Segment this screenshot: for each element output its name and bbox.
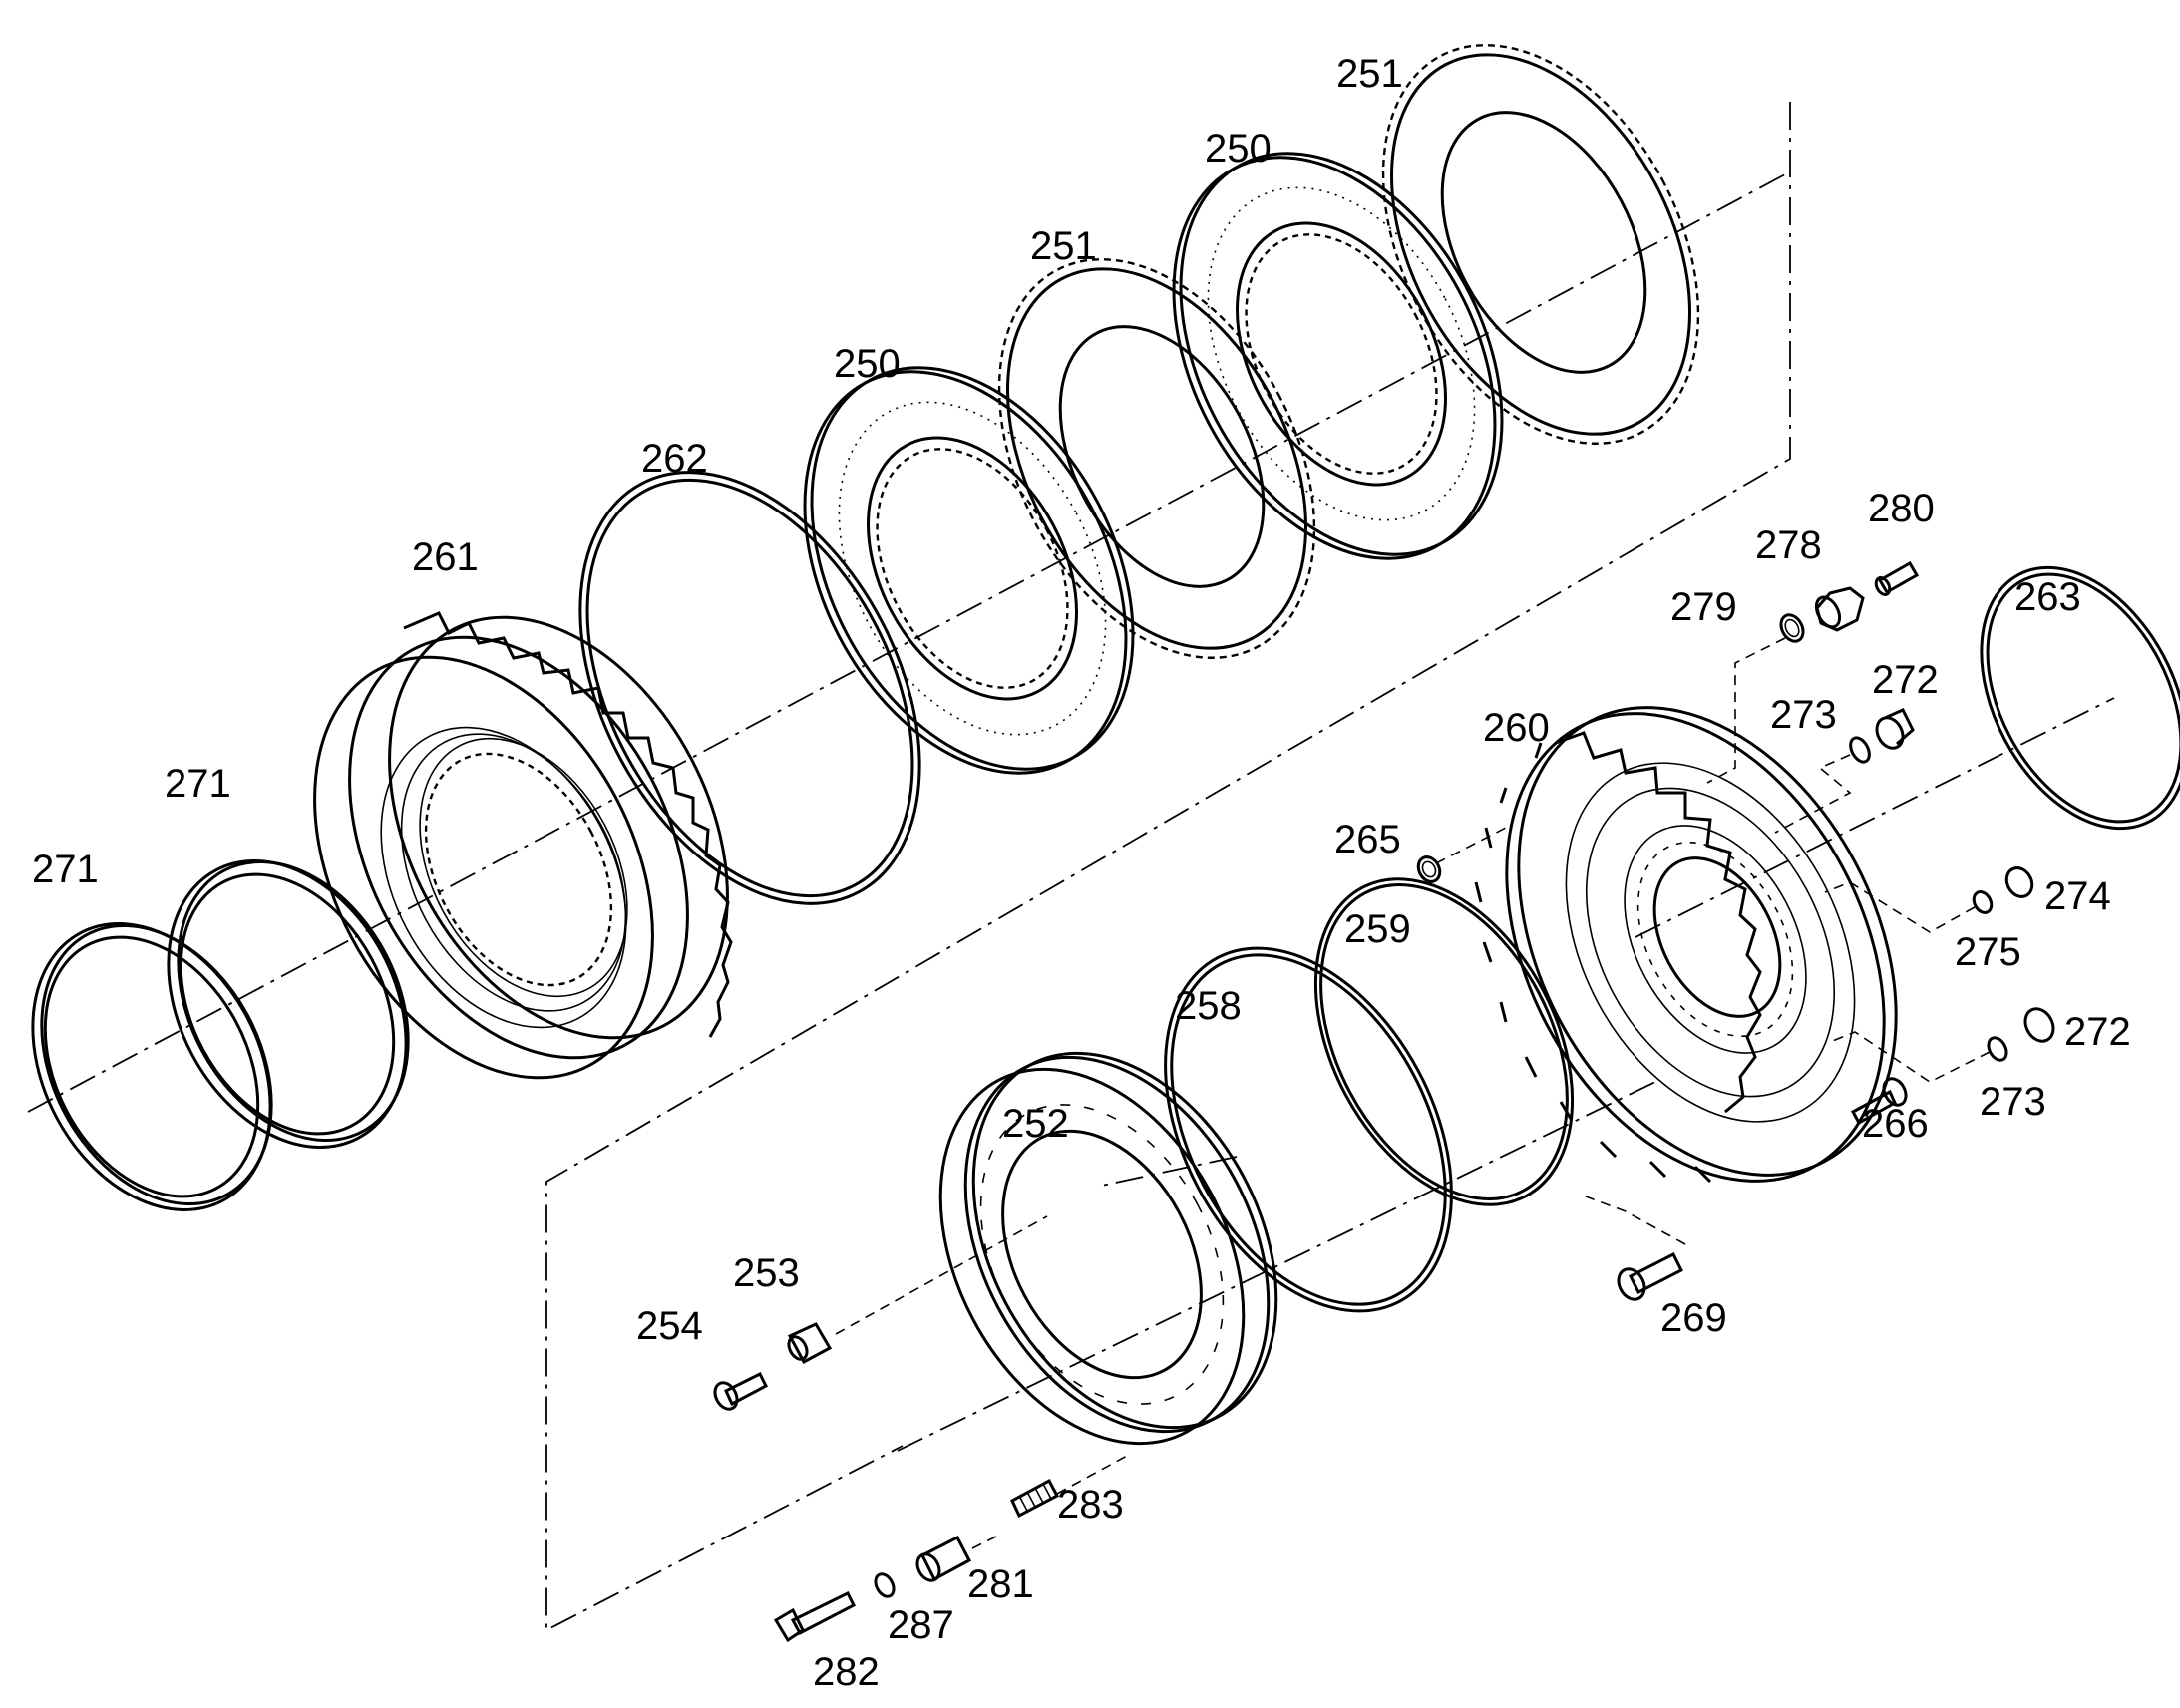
part-274-plug <box>2004 866 2034 898</box>
part-281-sleeve <box>915 1535 972 1582</box>
label-254: 254 <box>636 1304 703 1348</box>
part-265-seal-ring <box>1416 855 1442 883</box>
label-265: 265 <box>1334 818 1401 861</box>
part-254-cap-screw <box>713 1371 768 1411</box>
part-272-plug-bottom <box>2023 1007 2055 1043</box>
part-287-washer <box>874 1572 896 1598</box>
part-251-steel-disc-top <box>1381 44 1700 445</box>
label-250-top: 250 <box>1205 127 1272 171</box>
label-262: 262 <box>641 437 708 481</box>
part-262-o-ring <box>578 471 921 905</box>
part-250-friction-disc-2 <box>1172 152 1504 560</box>
label-273-bottom: 273 <box>1980 1080 2046 1124</box>
leader-lines <box>835 637 1991 1549</box>
part-269-cap-screw <box>1617 1251 1684 1301</box>
label-259: 259 <box>1344 907 1411 951</box>
part-261-piston-housing <box>313 611 733 1080</box>
label-250-mid: 250 <box>834 342 901 386</box>
part-263-o-ring <box>1980 565 2180 831</box>
label-253: 253 <box>733 1251 800 1295</box>
part-271-snap-ring-left <box>31 922 273 1211</box>
label-269: 269 <box>1660 1296 1727 1340</box>
label-261: 261 <box>412 535 479 579</box>
label-275: 275 <box>1955 930 2021 974</box>
part-283-spring <box>1010 1478 1060 1519</box>
label-278: 278 <box>1755 523 1822 567</box>
part-271-snap-ring-right <box>167 859 410 1149</box>
label-281: 281 <box>967 1562 1034 1606</box>
part-252-piston <box>938 1051 1278 1446</box>
part-273-seal-ring-top <box>1849 736 1871 764</box>
label-252: 252 <box>1002 1102 1069 1146</box>
part-labels: 251 250 251 250 262 261 271 271 278 280 … <box>32 52 2131 1694</box>
part-259-o-ring <box>1313 877 1575 1206</box>
part-279-seal-ring <box>1779 613 1805 643</box>
label-263: 263 <box>2014 575 2081 619</box>
part-266-bolt <box>1850 1077 1908 1126</box>
label-280: 280 <box>1868 487 1935 530</box>
label-282: 282 <box>813 1650 880 1694</box>
label-273-top: 273 <box>1770 693 1837 737</box>
label-274: 274 <box>2044 874 2111 918</box>
label-271-left: 271 <box>32 848 99 891</box>
part-280-vent-valve <box>1874 560 1920 596</box>
part-250-friction-disc <box>803 366 1135 775</box>
label-272-top: 272 <box>1872 658 1939 702</box>
part-273-seal-ring-bottom <box>1987 1036 2008 1062</box>
label-271-right: 271 <box>165 762 231 806</box>
part-282-hex-bolt <box>773 1590 857 1643</box>
center-lines <box>27 102 2115 1632</box>
label-260: 260 <box>1483 706 1550 750</box>
label-287: 287 <box>888 1603 954 1647</box>
part-278-plug <box>1814 586 1865 632</box>
label-279: 279 <box>1670 585 1737 629</box>
part-251-steel-disc <box>997 258 1316 659</box>
part-275-seal-ring <box>1972 890 1994 914</box>
part-253-sleeve <box>787 1322 833 1365</box>
part-272-plug-top <box>1875 708 1915 750</box>
label-272-bottom: 272 <box>2064 1010 2131 1054</box>
label-258: 258 <box>1175 984 1242 1028</box>
part-258-o-ring <box>1164 946 1453 1313</box>
label-266: 266 <box>1862 1102 1929 1146</box>
label-251-mid: 251 <box>1030 224 1097 268</box>
label-283: 283 <box>1057 1483 1124 1527</box>
label-251-top: 251 <box>1336 52 1403 96</box>
